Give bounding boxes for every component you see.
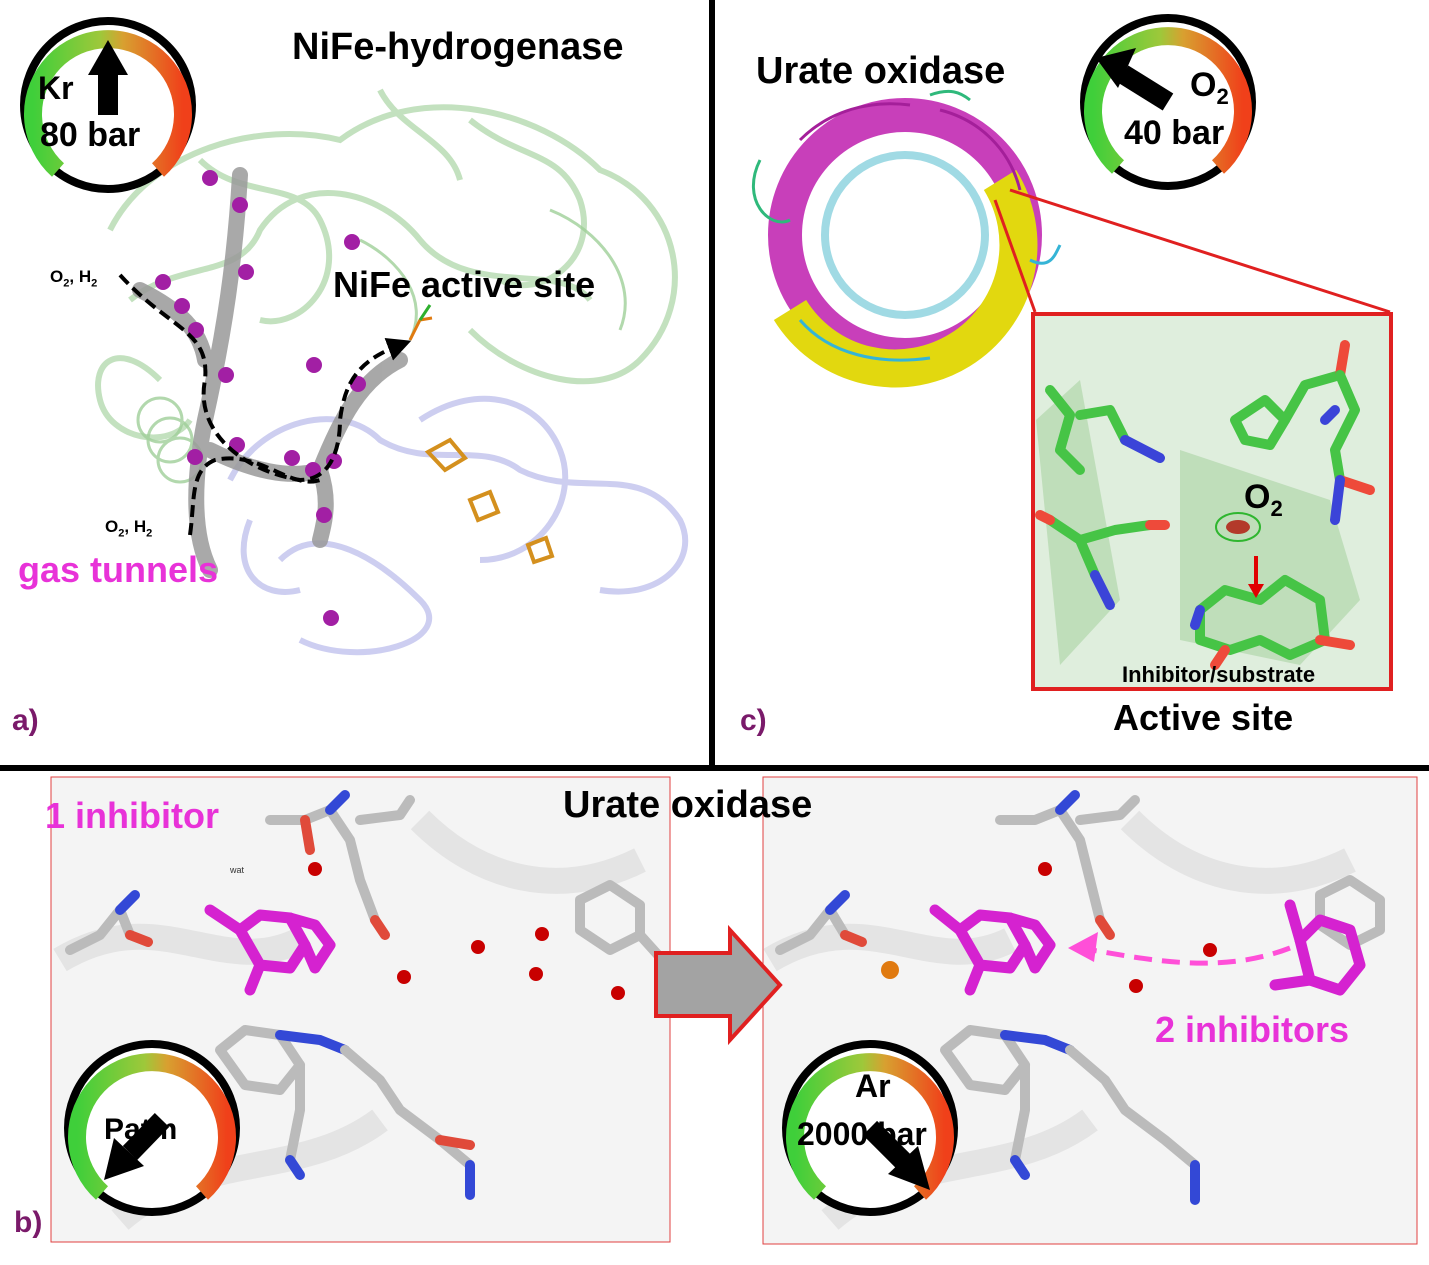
- active-site-label: NiFe active site: [333, 264, 596, 305]
- gauge-needle-icon: [888, 1146, 930, 1190]
- panel-b-label: b): [14, 1206, 43, 1239]
- urate-oxidase-ring: [752, 89, 1062, 388]
- left-inhibitor-label: 1 inhibitor: [45, 795, 219, 836]
- gauge-kr: [20, 17, 196, 193]
- gauge-o2-gas: O2: [1190, 66, 1229, 109]
- transition-arrow-icon: [654, 924, 783, 1046]
- wat-label: wat: [230, 865, 245, 875]
- gauge-ar-pressure: 2000 bar: [797, 1116, 927, 1152]
- panel-c-title: Urate oxidase: [756, 50, 1006, 92]
- panel-b-title: Urate oxidase: [563, 784, 813, 826]
- gauge-o2-pressure: 40 bar: [1124, 114, 1225, 152]
- gauge-kr-gas: Kr: [38, 70, 74, 106]
- panel-c-label: c): [740, 704, 767, 737]
- gauge-o2: [1080, 14, 1256, 190]
- nife-hydrogenase-structure: [95, 88, 689, 656]
- gauge-needle-icon: [1096, 48, 1136, 88]
- tunnel-label: gas tunnels: [18, 549, 219, 590]
- gauge-ar: [782, 1040, 958, 1216]
- gas-label-bottom: O2, H2: [105, 517, 153, 540]
- gauge-needle-icon: [104, 1138, 144, 1180]
- gauge-kr-pressure: 80 bar: [40, 116, 141, 154]
- panel-a-title: NiFe-hydrogenase: [292, 26, 624, 68]
- inset-caption: Inhibitor/substrate: [1122, 662, 1316, 687]
- right-inhibitor-label: 2 inhibitors: [1155, 1009, 1350, 1050]
- gas-label-top: O2, H2: [50, 267, 98, 290]
- zoom-lines: [993, 188, 1391, 314]
- gauge-needle-icon: [98, 75, 118, 115]
- gauge-patm-gas: Patm: [104, 1113, 178, 1146]
- magenta-arrow-head-icon: [1068, 932, 1098, 962]
- gauge-ar-gas: Ar: [855, 1068, 891, 1104]
- panel-a-label: a): [12, 704, 39, 737]
- active-site-inset: [1031, 312, 1393, 691]
- inset-title: Active site: [1113, 697, 1294, 738]
- gauge-patm: [64, 1040, 240, 1216]
- panel-dividers: [0, 0, 1429, 771]
- inset-o2-label: O2: [1244, 478, 1283, 521]
